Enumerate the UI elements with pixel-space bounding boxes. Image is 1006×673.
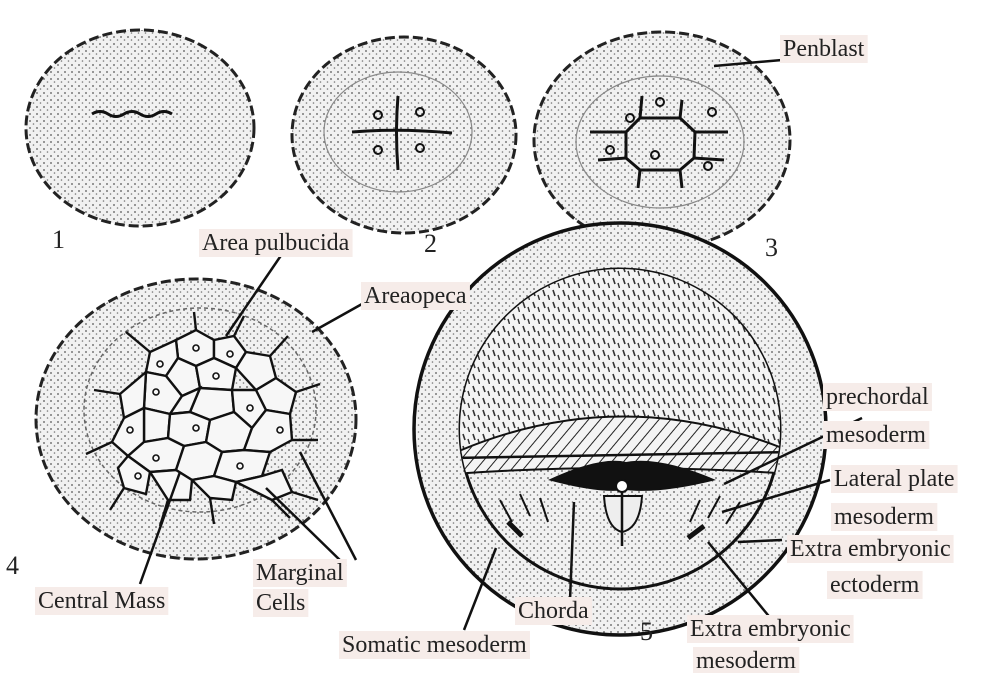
label-somatic-mesoderm: Somatic mesoderm bbox=[342, 632, 527, 658]
label-extra-ectoderm-1: Extra embryonic bbox=[790, 536, 951, 562]
label-area-opaca: Areaopeca bbox=[364, 283, 467, 309]
label-marginal-cells-2: Cells bbox=[256, 590, 305, 616]
label-prechordal-1: prechordal bbox=[826, 384, 929, 410]
embryo-stage-3 bbox=[534, 32, 790, 248]
label-extra-mesoderm-2: mesoderm bbox=[696, 648, 796, 673]
label-marginal-cells-1: Marginal bbox=[256, 560, 344, 586]
stage-number-4: 4 bbox=[6, 551, 19, 580]
stage-number-2: 2 bbox=[424, 229, 437, 258]
chorda-node bbox=[616, 480, 628, 492]
embryo-stage-2 bbox=[292, 37, 516, 233]
label-extra-mesoderm-1: Extra embryonic bbox=[690, 616, 851, 642]
label-chorda: Chorda bbox=[518, 598, 589, 624]
embryo-stage-4 bbox=[36, 279, 356, 559]
label-lateral-plate-2: mesoderm bbox=[834, 504, 934, 530]
label-lateral-plate-1: Lateral plate bbox=[834, 466, 955, 492]
label-prechordal-2: mesoderm bbox=[826, 422, 926, 448]
embryo-stage-1 bbox=[26, 30, 254, 226]
label-central-mass: Central Mass bbox=[38, 588, 165, 614]
stage-number-1: 1 bbox=[52, 225, 65, 254]
label-extra-ectoderm-2: ectoderm bbox=[830, 572, 920, 598]
embryo-stage-5 bbox=[414, 223, 826, 635]
label-area-pellucida: Area pulbucida bbox=[202, 230, 350, 256]
leader-area-opaca bbox=[312, 304, 362, 332]
stage-number-3: 3 bbox=[765, 233, 778, 262]
label-periblast: Penblast bbox=[783, 36, 865, 62]
stage-number-5: 5 bbox=[640, 617, 653, 646]
